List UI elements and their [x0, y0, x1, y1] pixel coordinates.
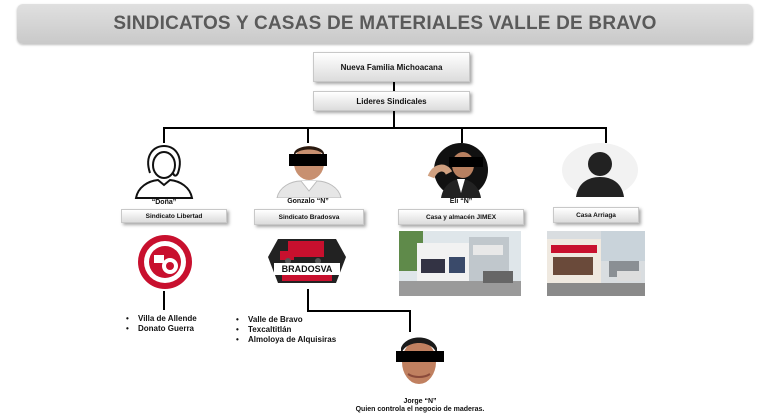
title-banner: SINDICATOS Y CASAS DE MATERIALES VALLE D…: [17, 4, 753, 44]
connector-line: [461, 127, 463, 143]
connector-line: [393, 82, 395, 91]
page-title: SINDICATOS Y CASAS DE MATERIALES VALLE D…: [113, 13, 657, 34]
list-item: Valle de Bravo: [236, 315, 336, 325]
org-box-casa-jimex: Casa y almacén JIMEX: [398, 209, 524, 225]
org-box-sindicato-libertad: Sindicato Libertad: [121, 209, 227, 223]
person-photo: [386, 332, 452, 386]
places-list: Valle de Bravo Texcaltitlán Almoloya de …: [236, 315, 336, 345]
person-name: Jorge “N”: [403, 398, 437, 405]
person-note: Quien controla el negocio de maderas.: [355, 406, 485, 413]
places-list: Villa de Allende Donato Guerra: [126, 314, 197, 334]
connector-line: [393, 111, 395, 128]
org-box-casa-arriaga: Casa Arriaga: [553, 207, 639, 223]
connector-line: [163, 291, 165, 310]
censor-bar: [289, 154, 327, 166]
storefront-photo-jimex: [399, 231, 521, 296]
person-silhouette-icon: [130, 143, 198, 199]
list-item: Texcaltitlán: [236, 325, 336, 335]
person-name: “Doña”: [151, 199, 177, 206]
connector-line: [163, 127, 165, 143]
connector-line: [409, 310, 411, 332]
list-item: Almoloya de Alquisiras: [236, 335, 336, 345]
list-item: Donato Guerra: [126, 324, 197, 334]
list-item: Villa de Allende: [126, 314, 197, 324]
org-label: Nueva Familia Michoacana: [340, 62, 443, 72]
org-label: Lideres Sindicales: [356, 96, 427, 106]
connector-line: [605, 127, 607, 143]
union-logo: [128, 233, 202, 291]
org-box-nueva-familia: Nueva Familia Michoacana: [313, 52, 470, 82]
person-name: Gonzalo “N”: [287, 198, 329, 205]
org-box-sindicato-bradosva: Sindicato Bradosva: [254, 209, 364, 225]
censor-bar: [449, 157, 483, 167]
person-photo: [273, 143, 345, 198]
censor-bar: [396, 351, 444, 362]
person-silhouette-icon: [562, 143, 638, 197]
connector-line: [307, 310, 411, 312]
connector-line: [163, 127, 607, 129]
storefront-photo-arriaga: [547, 231, 645, 296]
org-box-lideres: Lideres Sindicales: [313, 91, 470, 111]
person-photo: [423, 143, 499, 198]
connector-line: [307, 127, 309, 143]
bradosva-logo: BRADOSVA: [264, 231, 350, 289]
logo-wordmark: BRADOSVA: [281, 264, 333, 274]
person-name: Eli “N”: [449, 198, 473, 205]
connector-line: [307, 289, 309, 311]
